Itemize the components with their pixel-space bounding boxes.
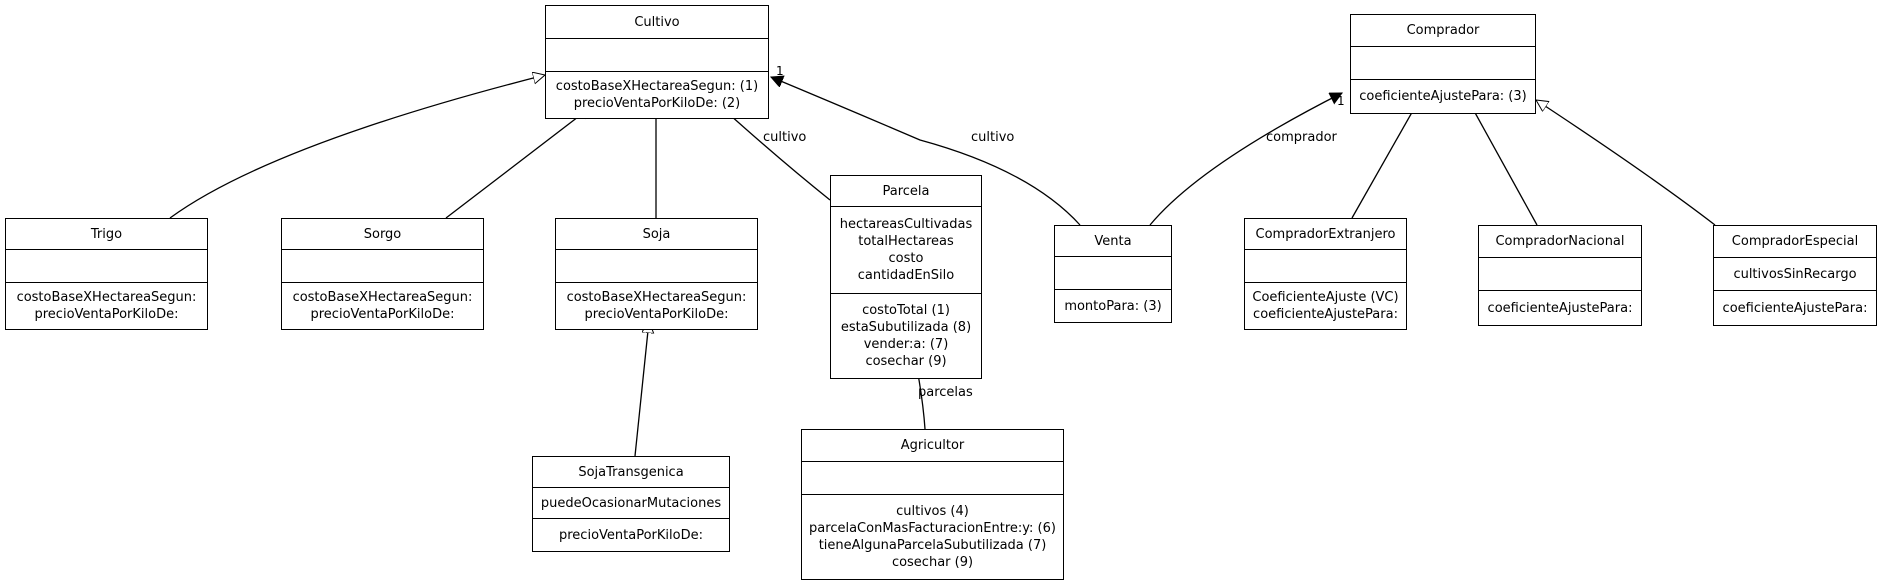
multiplicity-venta-comprador: 1 xyxy=(1337,94,1345,108)
attributes-section xyxy=(556,249,757,282)
class-venta[interactable]: Venta montoPara: (3) xyxy=(1054,225,1172,323)
edge-sorgo-cultivo xyxy=(445,107,591,219)
method: cosechar (9) xyxy=(865,354,947,369)
class-cultivo[interactable]: Cultivo costoBaseXHectareaSegun: (1) pre… xyxy=(545,5,769,119)
method: precioVentaPorKiloDe: xyxy=(559,527,703,543)
edge-parcela-cultivo xyxy=(720,106,831,201)
attributes-section: cultivosSinRecargo xyxy=(1714,257,1876,290)
edge-nacional-comprador xyxy=(1467,100,1538,226)
method: tieneAlgunaParcelaSubutilizada (7) xyxy=(818,538,1047,553)
class-comprador-extranjero[interactable]: CompradorExtranjero CoeficienteAjuste (V… xyxy=(1244,218,1407,330)
class-name: Soja xyxy=(642,226,671,242)
class-name: Agricultor xyxy=(900,438,965,453)
method: vender:a: (7) xyxy=(863,337,949,352)
methods-section: costoBaseXHectareaSegun: precioVentaPorK… xyxy=(6,282,207,329)
attributes-section xyxy=(546,38,768,71)
methods-section: montoPara: (3) xyxy=(1055,289,1171,322)
attributes-section xyxy=(6,249,207,282)
edge-trigo-cultivo xyxy=(169,75,545,219)
class-name: Venta xyxy=(1094,233,1132,249)
method: precioVentaPorKiloDe: xyxy=(584,307,729,322)
methods-section: coeficienteAjustePara: (3) xyxy=(1351,79,1535,113)
method: costoBaseXHectareaSegun: xyxy=(566,290,747,305)
method: coeficienteAjustePara: (3) xyxy=(1359,89,1527,104)
method: coeficienteAjustePara: xyxy=(1253,307,1398,322)
attribute: cultivosSinRecargo xyxy=(1733,266,1857,282)
label-venta-comprador: comprador xyxy=(1266,130,1337,145)
attributes-section: puedeOcasionarMutaciones xyxy=(533,487,729,518)
class-trigo[interactable]: Trigo costoBaseXHectareaSegun: precioVen… xyxy=(5,218,208,330)
attributes-section xyxy=(1351,46,1535,79)
methods-section: CoeficienteAjuste (VC) coeficienteAjuste… xyxy=(1245,282,1406,329)
class-name: Parcela xyxy=(882,183,930,199)
attribute: totalHectareas xyxy=(858,234,954,249)
class-comprador[interactable]: Comprador coeficienteAjustePara: (3) xyxy=(1350,14,1536,114)
attribute: puedeOcasionarMutaciones xyxy=(540,495,722,511)
method: coeficienteAjustePara: xyxy=(1722,300,1868,316)
class-name: Comprador xyxy=(1406,23,1480,38)
class-parcela[interactable]: Parcela hectareasCultivadas totalHectare… xyxy=(830,175,982,379)
class-name: Sorgo xyxy=(363,226,402,242)
class-soja[interactable]: Soja costoBaseXHectareaSegun: precioVent… xyxy=(555,218,758,330)
method: costoBaseXHectareaSegun: (1) xyxy=(555,79,759,94)
multiplicity-venta-cultivo: 1 xyxy=(776,64,784,78)
class-name: SojaTransgenica xyxy=(578,464,684,480)
edge-especial-comprador xyxy=(1536,100,1716,226)
method: costoTotal (1) xyxy=(862,303,950,318)
method: estaSubutilizada (8) xyxy=(840,320,972,335)
methods-section: costoBaseXHectareaSegun: precioVentaPorK… xyxy=(556,282,757,329)
method: cosechar (9) xyxy=(891,555,974,570)
attribute: hectareasCultivadas xyxy=(839,217,973,232)
attributes-section xyxy=(1055,256,1171,289)
attributes-section: hectareasCultivadas totalHectareas costo… xyxy=(831,206,981,293)
edge-extranjero-comprador xyxy=(1351,100,1420,219)
class-name: Cultivo xyxy=(634,14,680,30)
attributes-section xyxy=(282,249,483,282)
class-comprador-nacional[interactable]: CompradorNacional coeficienteAjustePara: xyxy=(1478,225,1642,326)
method: precioVentaPorKiloDe: (2) xyxy=(573,96,741,111)
attribute: costo xyxy=(888,251,924,266)
attributes-section xyxy=(1479,257,1641,290)
class-agricultor[interactable]: Agricultor cultivos (4) parcelaConMasFac… xyxy=(801,429,1064,580)
attributes-section xyxy=(1245,249,1406,282)
label-parcela-cultivo: cultivo xyxy=(763,130,807,145)
methods-section: costoBaseXHectareaSegun: (1) precioVenta… xyxy=(546,71,768,118)
edge-sojatransgenica-soja xyxy=(634,321,649,457)
edge-venta-comprador xyxy=(1149,92,1342,226)
method: montoPara: (3) xyxy=(1064,298,1162,314)
class-comprador-especial[interactable]: CompradorEspecial cultivosSinRecargo coe… xyxy=(1713,225,1877,326)
method: costoBaseXHectareaSegun: xyxy=(16,290,197,305)
methods-section: cultivos (4) parcelaConMasFacturacionEnt… xyxy=(802,494,1063,579)
methods-section: precioVentaPorKiloDe: xyxy=(533,518,729,551)
label-agricultor-parcelas: parcelas xyxy=(918,385,973,400)
class-name: Trigo xyxy=(90,226,123,242)
methods-section: costoBaseXHectareaSegun: precioVentaPorK… xyxy=(282,282,483,329)
method: cultivos (4) xyxy=(896,504,969,519)
method: precioVentaPorKiloDe: xyxy=(310,307,455,322)
edge-venta-cultivo xyxy=(771,77,1081,226)
methods-section: coeficienteAjustePara: xyxy=(1714,290,1876,325)
label-venta-cultivo: cultivo xyxy=(971,130,1015,145)
class-name: CompradorNacional xyxy=(1495,234,1625,249)
method: coeficienteAjustePara: xyxy=(1487,300,1633,316)
methods-section: costoTotal (1) estaSubutilizada (8) vend… xyxy=(831,293,981,378)
method: parcelaConMasFacturacionEntre:y: (6) xyxy=(809,521,1056,536)
method: precioVentaPorKiloDe: xyxy=(34,307,179,322)
attribute: cantidadEnSilo xyxy=(857,268,955,283)
class-soja-transgenica[interactable]: SojaTransgenica puedeOcasionarMutaciones… xyxy=(532,456,730,552)
class-name: CompradorExtranjero xyxy=(1255,226,1396,242)
method: costoBaseXHectareaSegun: xyxy=(292,290,473,305)
method: CoeficienteAjuste (VC) xyxy=(1252,290,1399,305)
class-sorgo[interactable]: Sorgo costoBaseXHectareaSegun: precioVen… xyxy=(281,218,484,330)
methods-section: coeficienteAjustePara: xyxy=(1479,290,1641,325)
attributes-section xyxy=(802,461,1063,494)
class-name: CompradorEspecial xyxy=(1731,234,1859,249)
